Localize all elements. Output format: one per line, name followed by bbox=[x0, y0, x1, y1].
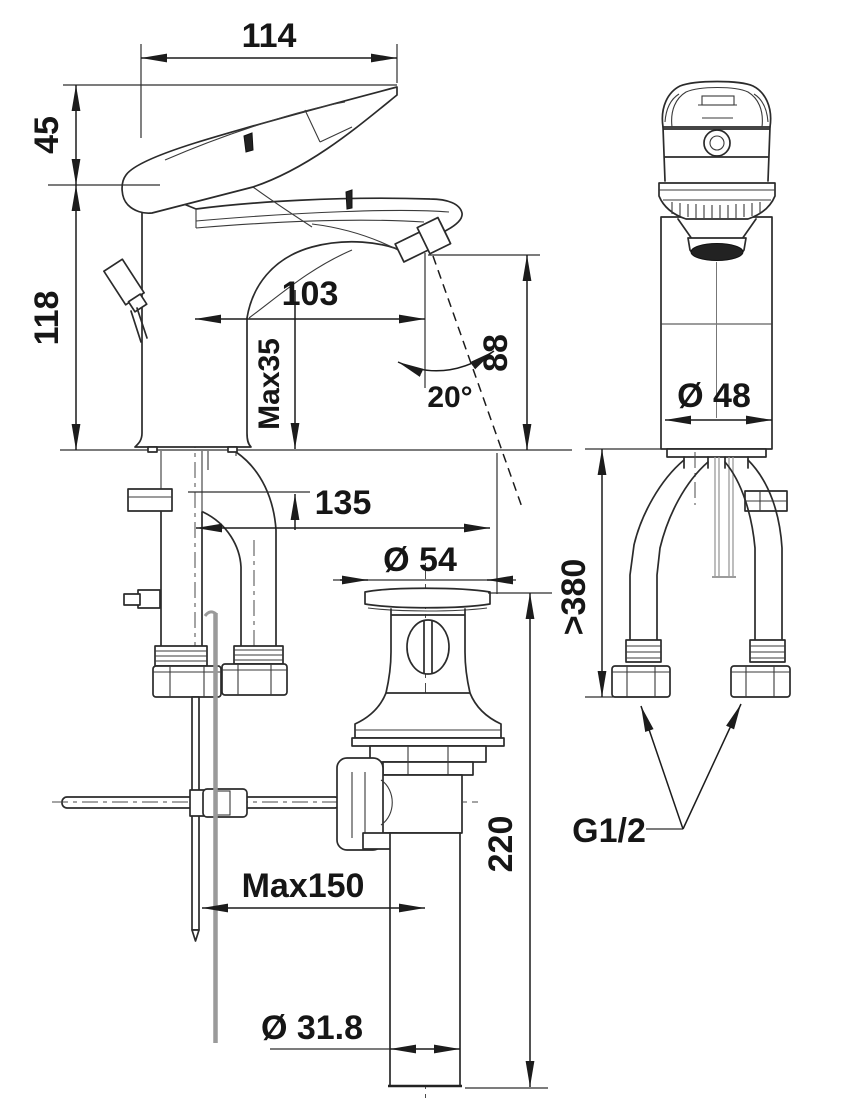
rear-hose bbox=[160, 511, 203, 647]
right-g12-nut bbox=[730, 665, 791, 698]
dim-body-dia-label: Ø 48 bbox=[677, 377, 751, 415]
dim-max-mount-label: Max35 bbox=[253, 338, 286, 430]
overflow-slot bbox=[406, 619, 450, 675]
popup-knob bbox=[103, 258, 148, 313]
spout-collar bbox=[658, 182, 776, 220]
front-hose-nut bbox=[221, 663, 288, 696]
faucet-body bbox=[134, 186, 463, 448]
front-handle bbox=[661, 80, 772, 128]
dim-total-reach-label: 135 bbox=[315, 484, 372, 522]
drain-flange bbox=[364, 587, 491, 609]
dim-thread-label: G1/2 bbox=[572, 812, 646, 850]
dim-hose-length-label: >380 bbox=[555, 559, 593, 636]
g12-leader-right bbox=[682, 703, 742, 830]
dim-rod-reach-label: Max150 bbox=[242, 867, 365, 905]
hose-plug bbox=[137, 589, 161, 609]
left-g12-nut bbox=[611, 665, 671, 698]
g12-leader-left bbox=[640, 705, 684, 830]
dim-outlet-height-label: 88 bbox=[477, 334, 515, 372]
rear-hose-nut bbox=[152, 665, 222, 698]
mounting-flange bbox=[127, 488, 173, 512]
handle-screw-hole bbox=[703, 129, 731, 157]
dim-spray-angle-label: 20° bbox=[427, 381, 472, 414]
front-view-left-hose bbox=[629, 459, 709, 641]
popup-drain-assembly bbox=[336, 563, 505, 1102]
drain-bell bbox=[354, 692, 502, 739]
drain-tailpipe bbox=[389, 832, 461, 1087]
dim-handle-width-label: 114 bbox=[242, 17, 297, 55]
dim-flange-dia-label: Ø 54 bbox=[383, 541, 457, 579]
dimension-annotations: 114 45 118 103 Max35 88 20° 135 Ø 54 Ø 4… bbox=[28, 17, 772, 1089]
aerator-outlet bbox=[690, 243, 744, 261]
spout-aerator bbox=[394, 216, 452, 263]
dim-drain-length-label: 220 bbox=[482, 816, 520, 873]
dim-handle-height-label: 45 bbox=[28, 116, 66, 154]
dim-body-height-label: 118 bbox=[28, 291, 66, 346]
front-view-faucet bbox=[611, 80, 791, 698]
dim-tailpipe-dia-label: Ø 31.8 bbox=[261, 1009, 363, 1047]
rod-clamp bbox=[202, 788, 248, 818]
lever-handle bbox=[121, 86, 398, 215]
side-view-faucet bbox=[52, 86, 572, 1043]
dim-spout-reach-label: 103 bbox=[282, 275, 339, 313]
angle-arc-20 bbox=[397, 350, 495, 377]
front-view-right-hose bbox=[724, 459, 783, 641]
drain-tee bbox=[379, 774, 463, 834]
ball-joint-nut bbox=[336, 757, 384, 851]
